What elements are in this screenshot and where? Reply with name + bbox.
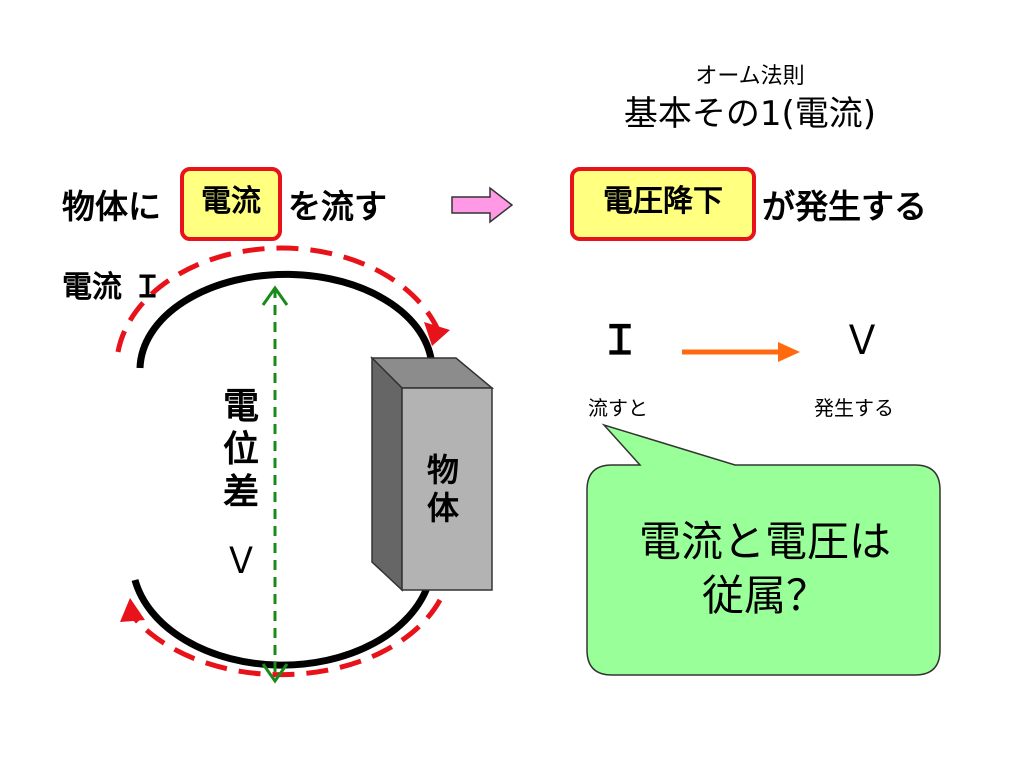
potential-difference-char-2: 位 xyxy=(222,429,259,470)
statement-left-suffix: を流す xyxy=(288,187,387,226)
statement-right-suffix: が発生する xyxy=(762,187,927,226)
callout-text: 電流と電圧は 従属？ xyxy=(590,515,940,623)
callout-line-1: 電流と電圧は xyxy=(638,517,891,566)
wire-top xyxy=(136,270,436,373)
statement-left-prefix: 物体に xyxy=(62,187,161,226)
voltage-arrowhead-top xyxy=(261,285,289,306)
callout-bubble xyxy=(586,423,941,676)
voltage-arrowhead-bottom xyxy=(261,663,289,684)
relation-flow-text: 流すと xyxy=(588,396,648,420)
relation-voltage-symbol: Ｖ xyxy=(842,318,882,364)
relation-arrowhead xyxy=(778,342,800,362)
current-arrowhead-top xyxy=(424,322,450,346)
object-label-char-1: 物 xyxy=(426,451,459,489)
slide-subtitle: オーム法則 xyxy=(695,64,805,89)
wire-bottom xyxy=(131,579,432,669)
callout-line-2: 従属？ xyxy=(701,571,828,620)
current-arrow-top xyxy=(115,245,441,353)
voltage-symbol: Ｖ xyxy=(222,541,259,582)
current-arrowhead-bottom xyxy=(120,598,145,622)
slide-title: 基本その1(電流) xyxy=(623,94,877,134)
pink-arrow-icon xyxy=(451,186,514,224)
highlight-current: 電流 xyxy=(180,167,282,241)
relation-current-symbol: Ｉ xyxy=(600,318,640,364)
potential-difference-char-3: 差 xyxy=(222,472,259,513)
object-block xyxy=(370,356,495,592)
object-label-char-2: 体 xyxy=(426,489,459,527)
potential-difference-char-1: 電 xyxy=(222,386,259,427)
highlight-voltage-drop: 電圧降下 xyxy=(570,167,756,241)
current-arrow-bottom xyxy=(125,598,443,678)
relation-generate-text: 発生する xyxy=(814,396,894,420)
current-label: 電流 Ｉ xyxy=(62,270,163,305)
